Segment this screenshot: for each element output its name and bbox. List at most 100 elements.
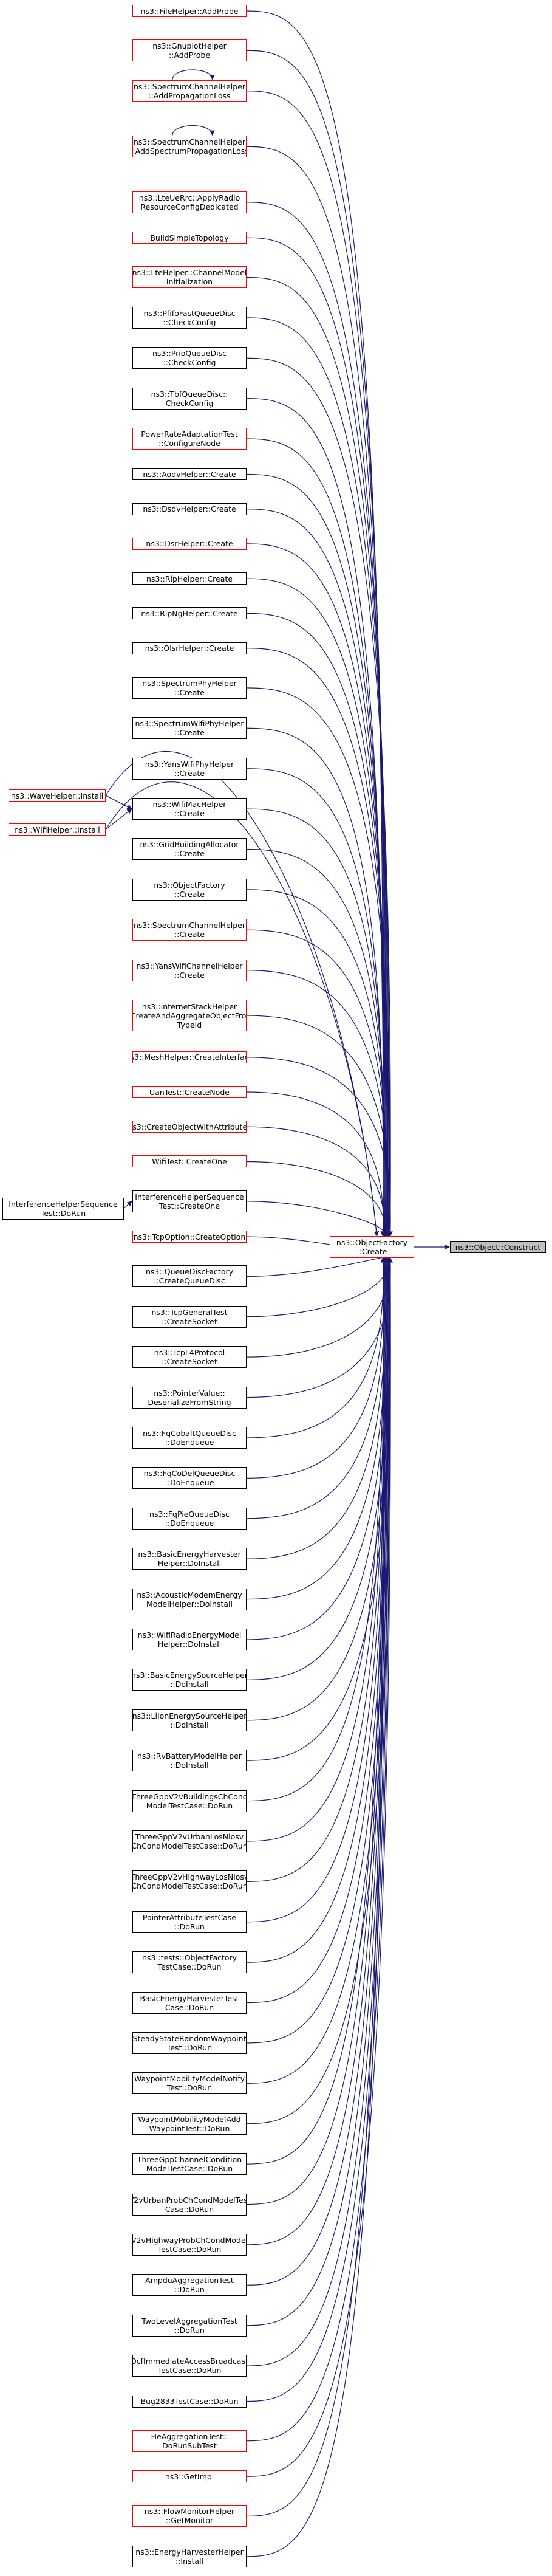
node-ns3-filehelper-addprobe[interactable]: ns3::FileHelper::AddProbe	[132, 5, 247, 17]
edge-ns3-meshhelper-createinterface	[246, 1057, 393, 1237]
node-buildsimpletopology[interactable]: BuildSimpleTopology	[132, 232, 247, 244]
node-label: TestCase::DoRun	[157, 2244, 222, 2254]
node-ns3-pfifofastqueuedisc-checkconfig[interactable]: ns3::PfifoFastQueueDisc::CheckConfig	[132, 306, 247, 329]
node-label: ns3::WifiRadioEnergyModel	[137, 1630, 242, 1640]
node-ns3-tcpl4protocol-createsocket[interactable]: ns3::TcpL4Protocol::CreateSocket	[132, 1346, 247, 1369]
node-label: ns3::RvBatteryModelHelper	[137, 1751, 242, 1761]
node-ns3-liionenergysourcehelper-doinstall[interactable]: ns3::LiIonEnergySourceHelper::DoInstall	[132, 1709, 247, 1731]
node-ns3-spectrumchannelhelper-addpropagationloss[interactable]: ns3::SpectrumChannelHelper::AddPropagati…	[132, 80, 247, 102]
node-powerrateadaptationtest-configurenode[interactable]: PowerRateAdaptationTest::ConfigureNode	[132, 428, 247, 450]
node-ampduaggregationtest-dorun[interactable]: AmpduAggregationTest::DoRun	[132, 2274, 247, 2296]
node-label: ::CreateQueueDisc	[154, 1276, 225, 1286]
node-label: ::DoRun	[174, 2285, 205, 2295]
node-ns3-pointervalue-deserializefromstring[interactable]: ns3::PointerValue::DeserializeFromString	[132, 1386, 247, 1409]
node-ns3-gnuplothelper-addprobe[interactable]: ns3::GnuplotHelper::AddProbe	[132, 39, 247, 62]
node-label: ns3::EnergyHarvesterHelper	[135, 2547, 244, 2557]
node-twolevelaggregationtest-dorun[interactable]: TwoLevelAggregationTest::DoRun	[132, 2314, 247, 2337]
node-label: ns3::LteUeRrc::ApplyRadio	[138, 193, 240, 202]
node-label: ns3::SpectrumChannelHelper	[133, 81, 246, 91]
node-ns3-createobjectwithattributes[interactable]: ns3::CreateObjectWithAttributes	[132, 1121, 247, 1133]
node-label: ::DoInstall	[170, 1720, 209, 1729]
node-ns3-spectrumphyhelper-create[interactable]: ns3::SpectrumPhyHelper::Create	[132, 676, 247, 699]
edge-heaggregationtest-dorunsubtest	[246, 1257, 392, 2442]
node-ns3-wifihelper-install[interactable]: ns3::WifiHelper::Install	[9, 823, 106, 836]
node-ns3-energyharvesterhelper-install[interactable]: ns3::EnergyHarvesterHelper::Install	[132, 2545, 247, 2567]
node-label: ::DoRun	[174, 1922, 205, 1931]
node-pointerattributetestcase-dorun[interactable]: PointerAttributeTestCase::DoRun	[132, 1911, 247, 1933]
node-label: ::DoInstall	[170, 1760, 209, 1770]
node-ns3-meshhelper-createinterface[interactable]: ns3::MeshHelper::CreateInterface	[132, 1051, 247, 1063]
node-ns3-spectrumwifiphyhelper-create[interactable]: ns3::SpectrumWifiPhyHelper::Create	[132, 717, 247, 740]
node-label: ns3::TcpGeneralTest	[151, 1307, 228, 1317]
node-ns3-ripnghelper-create[interactable]: ns3::RipNgHelper::Create	[132, 607, 247, 620]
edge-steadystaterandomwaypoint-test-dorun	[246, 1257, 391, 2044]
node-ns3-dsrhelper-create[interactable]: ns3::DsrHelper::Create	[132, 537, 247, 550]
node-ns3-tcpgeneraltest-createsocket[interactable]: ns3::TcpGeneralTest::CreateSocket	[132, 1305, 247, 1328]
node-ns3-internetstackhelper-createandaggregateobjectfrom-typeid[interactable]: ns3::InternetStackHelper::CreateAndAggre…	[132, 1000, 247, 1032]
node-label: ::Create	[174, 970, 205, 980]
edge-ns3-internetstackhelper-createandaggregateobjectfrom-typeid	[246, 1015, 392, 1237]
node-ns3-objectfactory-create[interactable]: ns3::ObjectFactory::Create	[132, 878, 247, 901]
node-ns3-aodvhelper-create[interactable]: ns3::AodvHelper::Create	[132, 468, 247, 481]
node-ns3-olsrhelper-create[interactable]: ns3::OlsrHelper::Create	[132, 642, 247, 654]
node-ns3-basicenergysourcehelper-doinstall[interactable]: ns3::BasicEnergySourceHelper::DoInstall	[132, 1669, 247, 1691]
node-ns3-fqcobaltqueuedisc-doenqueue[interactable]: ns3::FqCobaltQueueDisc::DoEnqueue	[132, 1426, 247, 1449]
node-label: PointerAttributeTestCase	[142, 1912, 237, 1922]
node-ns3-tbfqueuedisc-checkconfig[interactable]: ns3::TbfQueueDisc::CheckConfig	[132, 387, 247, 410]
node-label: ns3::Object::Construct	[455, 1242, 541, 1252]
node-ns3-getimpl[interactable]: ns3::GetImpl	[132, 2470, 247, 2483]
node-ns3-riphelper-create[interactable]: ns3::RipHelper::Create	[132, 572, 247, 585]
node-label: ns3::GetImpl	[165, 2471, 214, 2481]
edge-uantest-createnode	[246, 1091, 386, 1237]
node-label: ns3::GnuplotHelper	[152, 41, 227, 51]
node-ns3-wifimachelper-create[interactable]: ns3::WifiMacHelper::Create	[132, 798, 247, 820]
node-ns3-gridbuildingallocator-create[interactable]: ns3::GridBuildingAllocator::Create	[132, 838, 247, 860]
node-label: ns3::FqPieQueueDisc	[149, 1509, 230, 1519]
node-ns3-yanswifiphyhelper-create[interactable]: ns3::YansWifiPhyHelper::Create	[132, 757, 247, 780]
node-label: ns3::SpectrumChannelHelper	[133, 921, 246, 930]
node-ns3-yanswifichannelhelper-create[interactable]: ns3::YansWifiChannelHelper::Create	[132, 959, 247, 981]
node-ns3-spectrumchannelhelper-addspectrumpropagationloss[interactable]: ns3::SpectrumChannelHelper::AddSpectrumP…	[132, 136, 247, 158]
node-ns3-tcpoption-createoption[interactable]: ns3::TcpOption::CreateOption	[132, 1231, 247, 1243]
node-heaggregationtest-dorunsubtest[interactable]: HeAggregationTest::DoRunSubTest	[132, 2430, 247, 2452]
node-ns3-fqcodelqueuedisc-doenqueue[interactable]: ns3::FqCoDelQueueDisc::DoEnqueue	[132, 1467, 247, 1489]
node-label: ::DoEnqueue	[165, 1478, 214, 1488]
node-ns3-prioqueuedisc-checkconfig[interactable]: ns3::PrioQueueDisc::CheckConfig	[132, 347, 247, 369]
node-label: ns3::WifiMacHelper	[152, 800, 227, 809]
node-label: ns3::GridBuildingAllocator	[140, 840, 239, 850]
edge-wifitest-createone	[246, 1161, 388, 1237]
node-ns3-queuediscfactory-createqueuedisc[interactable]: ns3::QueueDiscFactory::CreateQueueDisc	[132, 1265, 247, 1288]
node-bug2833testcase-dorun[interactable]: Bug2833TestCase::DoRun	[132, 2395, 247, 2408]
node-wifitest-createone[interactable]: WifiTest::CreateOne	[132, 1155, 247, 1168]
node-ns3-fqpiequeuedisc-doenqueue[interactable]: ns3::FqPieQueueDisc::DoEnqueue	[132, 1507, 247, 1530]
node-ns3-objectfactory-create[interactable]: ns3::ObjectFactory::Create	[330, 1236, 414, 1258]
node-ns3-flowmonitorhelper-getmonitor[interactable]: ns3::FlowMonitorHelper::GetMonitor	[132, 2505, 247, 2527]
edge-ns3-wifihelper-install-to-hub	[105, 781, 379, 1237]
node-label: ns3::YansWifiPhyHelper	[145, 759, 234, 769]
node-ns3-wavehelper-install[interactable]: ns3::WaveHelper::Install	[9, 789, 106, 802]
node-ns3-spectrumchannelhelper-create[interactable]: ns3::SpectrumChannelHelper::Create	[132, 919, 247, 941]
node-uantest-createnode[interactable]: UanTest::CreateNode	[132, 1086, 247, 1098]
node-ns3-rvbatterymodelhelper-doinstall[interactable]: ns3::RvBatteryModelHelper::DoInstall	[132, 1750, 247, 1772]
node-ns3-object-construct[interactable]: ns3::Object::Construct	[450, 1241, 546, 1253]
node-ns3-dsdvhelper-create[interactable]: ns3::DsdvHelper::Create	[132, 503, 247, 515]
